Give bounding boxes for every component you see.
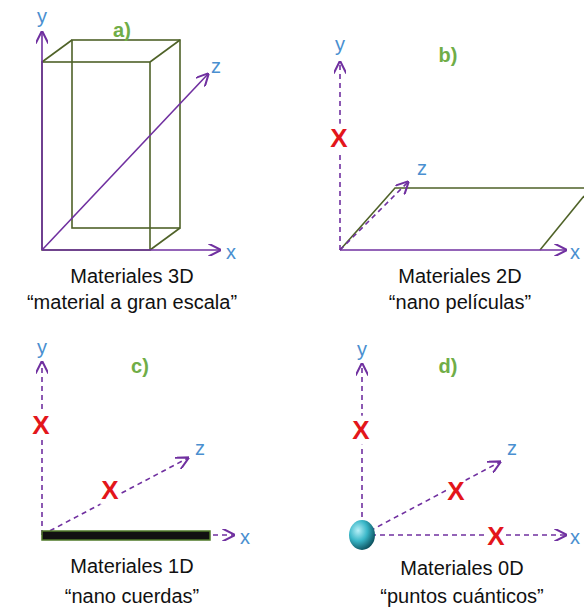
caption-title: Materiales 2D [398,265,521,287]
cross-mark: X [351,416,370,445]
panel-letter: d) [439,355,458,377]
axis-label: z [194,437,206,459]
axis-label: z [416,157,428,179]
film-sheet [340,188,584,250]
axis-label: z [506,437,518,459]
axis-label: z [210,55,222,77]
axes-0d [362,364,566,535]
axis-label: y [36,5,48,27]
caption-subtitle: “puntos cuánticos” [380,585,543,607]
nanowire-bar [42,531,210,540]
caption-title: Materiales 3D [70,265,193,287]
cross-mark: X [446,477,465,506]
caption-title: Materiales 1D [70,555,193,577]
axes-3d [42,32,220,250]
caption-subtitle: “material a gran escala” [27,291,237,313]
quantum-dot [349,520,375,550]
axis-label: y [334,33,346,55]
axis-label: x [569,241,581,263]
cross-mark: X [329,124,348,153]
axis-label: y [36,336,48,358]
axes-2d [340,62,566,250]
caption-title: Materiales 0D [400,557,523,579]
cross-mark: X [31,411,50,440]
caption-subtitle: “nano cuerdas” [65,585,200,607]
bulk-box [42,40,180,250]
axis-label: y [356,338,368,360]
caption-subtitle: “nano películas” [389,291,531,313]
axis-label: x [225,241,237,263]
panel-letter: b) [439,44,458,66]
panel-letter: a) [113,19,131,41]
cross-mark: X [486,522,505,551]
cross-mark: X [100,476,119,505]
axis-label: x [239,526,251,548]
axis-label: x [569,526,581,548]
panel-letter: c) [131,355,149,377]
axes-1d [42,362,234,535]
